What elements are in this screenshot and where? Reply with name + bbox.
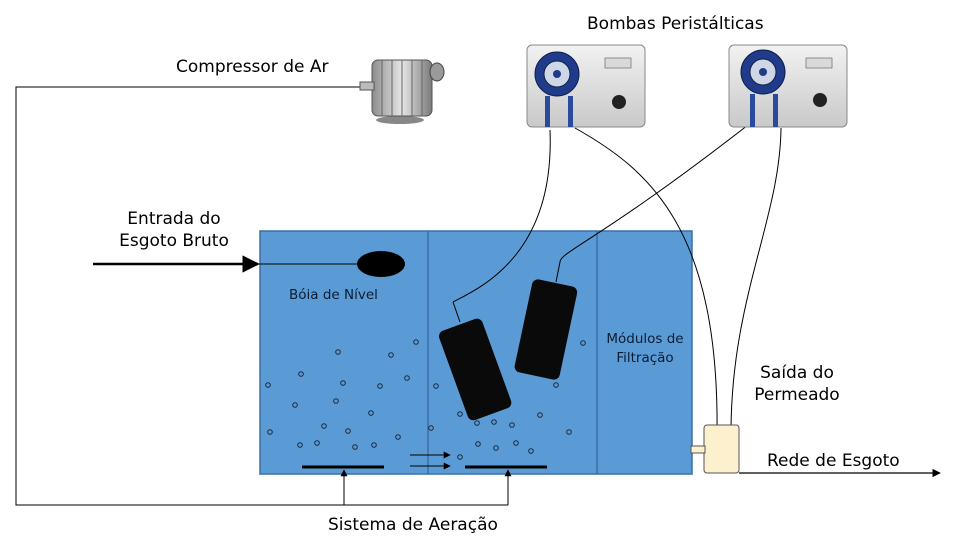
air-bubble bbox=[428, 425, 434, 431]
air-bubble bbox=[377, 383, 383, 389]
compressor-label: Compressor de Ar bbox=[176, 57, 329, 77]
modules-label: Módulos de Filtração bbox=[600, 330, 690, 368]
tube-module1-top bbox=[452, 301, 461, 323]
air-bubble bbox=[292, 402, 298, 408]
inlet-label-line1: Entrada do bbox=[127, 209, 221, 229]
air-bubble bbox=[265, 382, 271, 388]
float-label: Bóia de Nível bbox=[289, 287, 378, 303]
air-bubble bbox=[345, 428, 351, 434]
tube-pump1-collector bbox=[574, 127, 721, 438]
inlet-label-line2: Esgoto Bruto bbox=[119, 231, 229, 251]
air-bubble bbox=[491, 419, 497, 425]
air-bubble bbox=[395, 434, 401, 440]
tube-module2-pump2 bbox=[559, 124, 749, 263]
air-bubble bbox=[314, 440, 320, 446]
air-bubble bbox=[298, 371, 304, 377]
membrane-module-icon bbox=[439, 279, 578, 421]
permeate-label-line1: Saída do bbox=[760, 363, 834, 383]
air-bubble bbox=[513, 440, 519, 446]
air-bubble bbox=[457, 454, 463, 460]
air-bubble bbox=[368, 410, 374, 416]
modules-label-line2: Filtração bbox=[616, 350, 674, 366]
aeration-label: Sistema de Aeração bbox=[328, 515, 498, 535]
peristaltic-pump-icon bbox=[526, 44, 646, 128]
tube-module2-top bbox=[555, 261, 561, 283]
air-bubble bbox=[388, 352, 394, 358]
air-bubble bbox=[474, 420, 480, 426]
air-bubble bbox=[297, 442, 303, 448]
air-bubble bbox=[321, 423, 327, 429]
air-bubble bbox=[340, 380, 346, 386]
tube-module1-pump1 bbox=[452, 129, 551, 303]
peristaltic-pump-icon bbox=[728, 44, 848, 128]
air-bubble bbox=[371, 442, 377, 448]
air-supply-line bbox=[15, 86, 508, 506]
permeate-label-line2: Permeado bbox=[754, 385, 840, 405]
air-bubble bbox=[267, 429, 273, 435]
air-bubble bbox=[457, 411, 463, 417]
permeate-collector-icon bbox=[690, 424, 740, 474]
air-bubble bbox=[475, 441, 481, 447]
modules-label-line1: Módulos de bbox=[606, 331, 684, 347]
air-bubble bbox=[335, 349, 341, 355]
permeate-label: Saída do Permeado bbox=[742, 362, 852, 406]
inlet-label: Entrada do Esgoto Bruto bbox=[104, 208, 244, 252]
air-bubble bbox=[537, 412, 543, 418]
membrane-module-1 bbox=[439, 318, 512, 421]
air-bubble bbox=[413, 339, 419, 345]
tube-pump2-collector bbox=[727, 127, 782, 438]
air-bubble bbox=[580, 340, 586, 346]
air-bubble bbox=[553, 382, 559, 388]
air-bubble bbox=[433, 383, 439, 389]
float-switch-icon bbox=[357, 251, 405, 277]
air-bubble bbox=[528, 448, 534, 454]
air-bubble bbox=[333, 398, 339, 404]
air-bubble bbox=[566, 429, 572, 435]
air-compressor-icon bbox=[359, 59, 445, 124]
membrane-module-2 bbox=[514, 279, 578, 380]
air-bubble bbox=[493, 445, 499, 451]
air-bubble bbox=[404, 375, 410, 381]
air-bubble bbox=[509, 422, 515, 428]
air-bubbles bbox=[265, 339, 586, 460]
pumps-label: Bombas Peristálticas bbox=[587, 14, 764, 34]
air-bubble bbox=[352, 444, 358, 450]
sewer-label: Rede de Esgoto bbox=[767, 451, 900, 471]
